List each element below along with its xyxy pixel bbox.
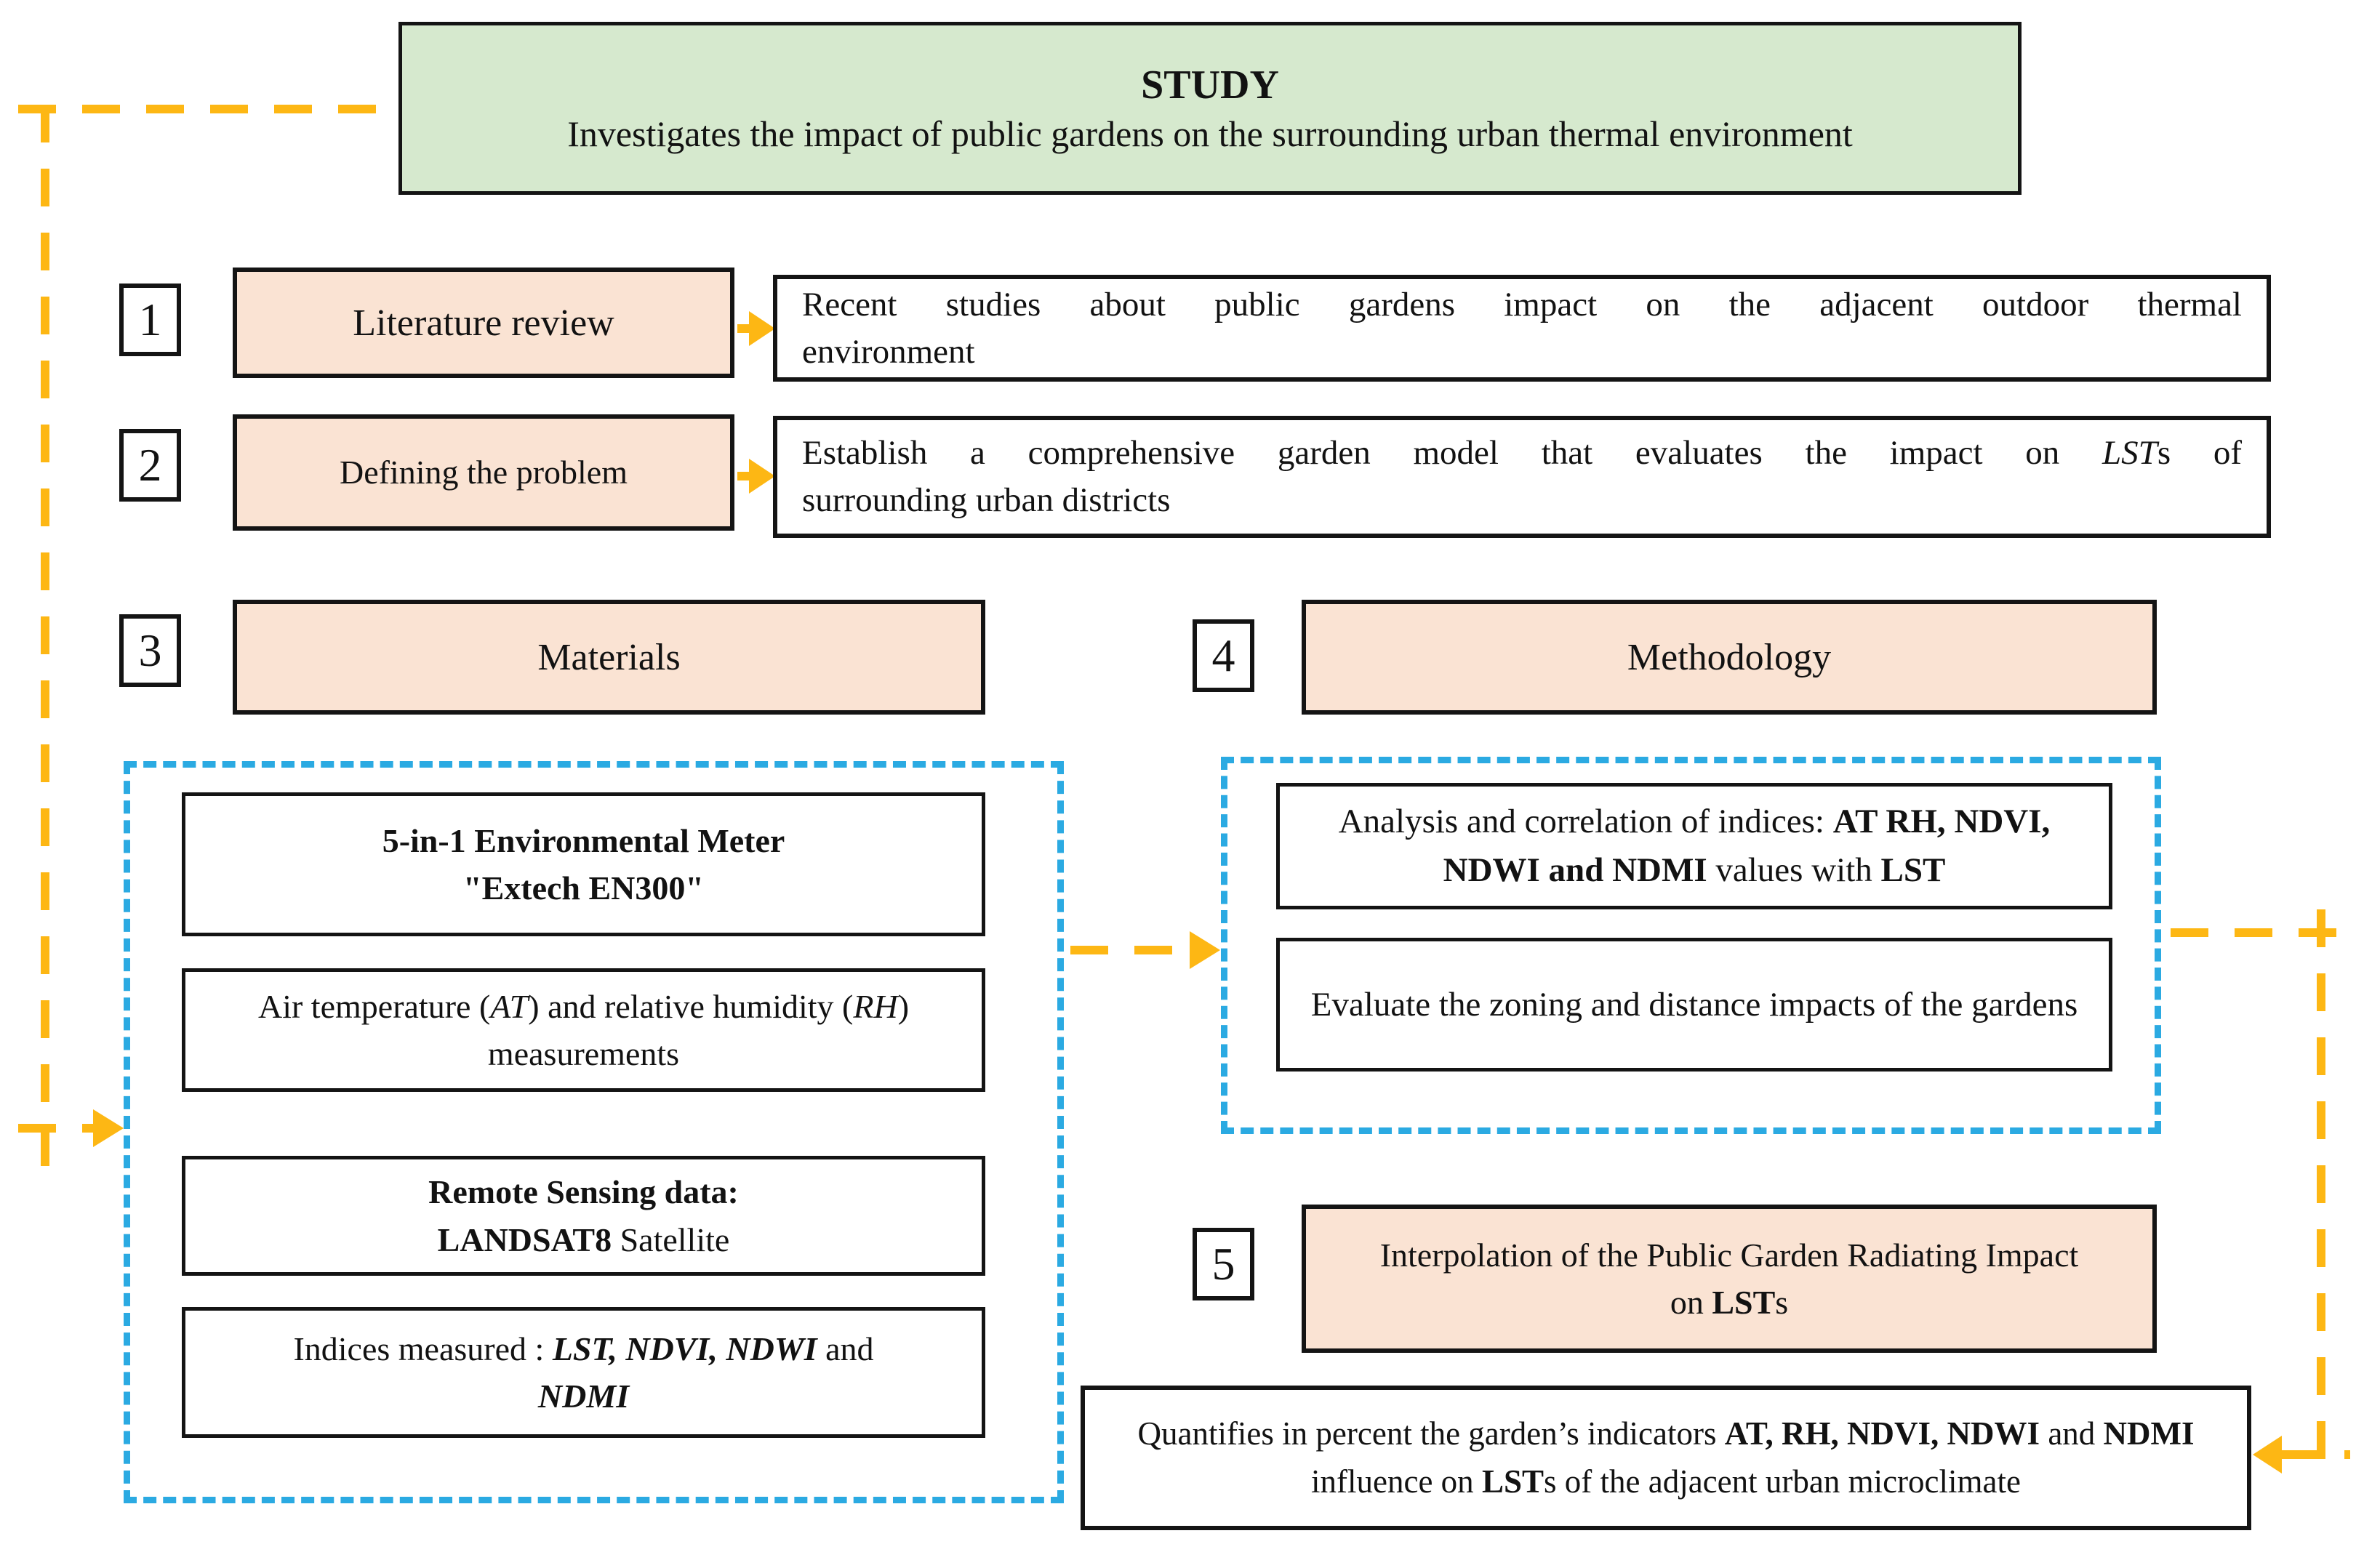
defining-problem-detail-line2: surrounding urban districts [802, 481, 1171, 519]
lst-bold: LST [1481, 1463, 1544, 1500]
indices-bold: AT RH, NDVI, NDWI and NDMI [1443, 803, 2051, 889]
materials-header-label: Materials [537, 636, 681, 678]
literature-review-detail-box: Recent studies about public gardens impa… [773, 275, 2271, 382]
indices-italic-2: NDMI [537, 1378, 630, 1415]
lst-bold: LST [1712, 1284, 1776, 1321]
indices-italic-1: LST, NDVI, NDWI [552, 1330, 817, 1367]
connector-left-vertical [41, 105, 49, 1189]
outcome-box: Quantifies in percent the garden’s indic… [1081, 1386, 2251, 1530]
evaluate-zoning-text: Evaluate the zoning and distance impacts… [1310, 985, 2078, 1024]
text-run: ) and relative humidity ( [528, 987, 854, 1025]
analysis-correlation-box: Analysis and correlation of indices: AT … [1276, 783, 2112, 909]
step-number-4: 4 [1193, 619, 1254, 692]
analysis-correlation-text: Analysis and correlation of indices: AT … [1309, 797, 2080, 894]
detail-text: s of [2157, 434, 2242, 473]
text-run: s [1775, 1284, 1789, 1321]
remote-sensing-line2: LANDSAT8 Satellite [438, 1216, 730, 1263]
arrowhead-row1-icon [749, 311, 775, 346]
methodology-header-box: Methodology [1302, 600, 2157, 715]
step-number-1: 1 [119, 284, 181, 356]
step-number-3: 3 [119, 614, 181, 687]
interpolation-box: Interpolation of the Public Garden Radia… [1302, 1205, 2157, 1353]
text-run: influence on [1311, 1463, 1482, 1500]
step-number-4-label: 4 [1211, 630, 1235, 681]
interpolation-text: Interpolation of the Public Garden Radia… [1366, 1231, 2093, 1327]
connector-row2-dash [737, 472, 749, 481]
evaluate-zoning-box: Evaluate the zoning and distance impacts… [1276, 938, 2112, 1072]
outcome-text: Quantifies in percent the garden’s indic… [1135, 1410, 2197, 1505]
rh-italic: RH [853, 987, 898, 1025]
defining-problem-detail-line1: Establish a comprehensive garden model t… [802, 430, 2242, 477]
step-number-2-label: 2 [138, 439, 162, 491]
literature-review-detail-line2: environment [802, 332, 975, 371]
step-number-5-label: 5 [1211, 1238, 1235, 1290]
step-number-2: 2 [119, 429, 181, 502]
at-rh-measurements-box: Air temperature (AT) and relative humidi… [182, 968, 985, 1092]
remote-sensing-box: Remote Sensing data: LANDSAT8 Satellite [182, 1156, 985, 1276]
connector-study-horizontal [18, 105, 398, 113]
study-title: STUDY [1141, 62, 1279, 108]
at-italic: AT [490, 987, 529, 1025]
step-number-3-label: 3 [138, 624, 162, 676]
indices-measured-box: Indices measured : LST, NDVI, NDWI and N… [182, 1307, 985, 1438]
environmental-meter-line1: 5-in-1 Environmental Meter [382, 821, 785, 859]
indices-measured-text: Indices measured : LST, NDVI, NDWI and N… [264, 1325, 904, 1420]
text-run: ) measurements [487, 987, 910, 1072]
lst-italic: LST [2102, 434, 2157, 473]
arrowhead-into-materials-icon [93, 1109, 124, 1147]
ndmi-bold: NDMI [2103, 1415, 2195, 1452]
literature-review-detail-line1: Recent studies about public gardens impa… [802, 285, 2242, 323]
lst-bold: LST [1880, 851, 1946, 889]
text-run: Air temperature ( [257, 987, 491, 1025]
connector-methodology-exit-horizontal [2171, 928, 2350, 937]
text-run: and [817, 1330, 874, 1367]
text-run: Quantifies in percent the garden’s indic… [1137, 1415, 1725, 1452]
arrowhead-into-outcome-icon [2253, 1436, 2282, 1473]
literature-review-label: Literature review [353, 302, 614, 344]
indicators-bold: AT, RH, NDVI, NDWI [1724, 1415, 2040, 1452]
text-run: Analysis and correlation of indices: [1338, 803, 1833, 841]
study-description: Investigates the impact of public garden… [567, 113, 1853, 154]
connector-materials-entry-dash [18, 1124, 95, 1133]
at-rh-measurements-text: Air temperature (AT) and relative humidi… [235, 983, 933, 1078]
landsat-bold: LANDSAT8 [437, 1221, 612, 1258]
text-run: Indices measured : [293, 1330, 553, 1367]
detail-text: Establish a comprehensive garden model t… [802, 434, 2103, 473]
literature-review-box: Literature review [233, 268, 734, 378]
arrowhead-row2-icon [749, 459, 775, 494]
connector-row1-dash [737, 324, 749, 333]
methodology-group-container [1221, 757, 2161, 1134]
text-run: Satellite [612, 1221, 730, 1258]
connector-materials-to-methodology-dash [1070, 946, 1190, 954]
text-run: and [2040, 1415, 2104, 1452]
connector-outcome-entry-dash [2280, 1450, 2350, 1459]
defining-problem-box: Defining the problem [233, 414, 734, 531]
step-number-5: 5 [1193, 1228, 1254, 1300]
environmental-meter-line2: "Extech EN300" [463, 869, 704, 906]
text-run: Interpolation of the Public Garden Radia… [1379, 1236, 2079, 1321]
connector-right-vertical [2317, 909, 2325, 1479]
materials-header-box: Materials [233, 600, 985, 715]
remote-sensing-line1: Remote Sensing data: [428, 1173, 739, 1211]
materials-group-container [124, 761, 1064, 1503]
methodology-header-label: Methodology [1627, 636, 1832, 678]
study-box: STUDY Investigates the impact of public … [398, 22, 2022, 195]
step-number-1-label: 1 [138, 294, 162, 345]
arrowhead-into-methodology-icon [1190, 931, 1220, 969]
text-run: s of the adjacent urban microclimate [1544, 1463, 2021, 1500]
defining-problem-detail-box: Establish a comprehensive garden model t… [773, 416, 2271, 538]
defining-problem-label: Defining the problem [339, 454, 628, 491]
environmental-meter-box: 5-in-1 Environmental Meter "Extech EN300… [182, 792, 985, 936]
text-run: values with [1707, 851, 1881, 889]
